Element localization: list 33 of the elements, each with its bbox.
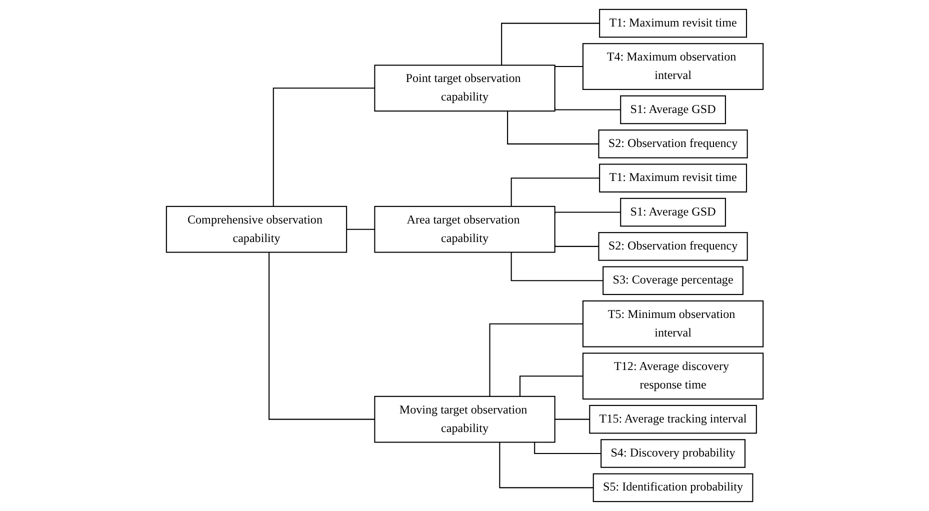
connector [554, 106, 620, 110]
node-box: T12: Average discovery response time [582, 352, 764, 400]
connector [510, 178, 600, 206]
connector [554, 418, 590, 420]
node-box: T1: Maximum revisit time [598, 164, 747, 192]
node-box: T4: Maximum observation interval [582, 43, 764, 90]
node-box: T5: Minimum observation interval [582, 300, 764, 348]
node-box: S5: Identification probability [592, 473, 753, 502]
node-box: S4: Discovery probability [600, 439, 746, 468]
node-box: S3: Coverage percentage [602, 266, 744, 296]
node-box: Comprehensive observation capability [166, 206, 347, 253]
connector [554, 66, 583, 70]
connector [554, 212, 620, 215]
connector [506, 111, 598, 144]
node-box: T1: Maximum revisit time [598, 8, 747, 38]
node-box: Moving target observation capability [374, 396, 556, 443]
connector [268, 252, 374, 420]
connector [488, 323, 583, 396]
connector [498, 442, 594, 488]
node-box: T15: Average tracking interval [588, 404, 757, 434]
connector [519, 376, 583, 396]
node-box: S1: Average GSD [620, 95, 726, 124]
connector [534, 442, 601, 454]
connector [272, 88, 374, 206]
connector [346, 228, 374, 230]
node-box: S2: Observation frequency [598, 232, 748, 261]
node-box: S1: Average GSD [620, 198, 726, 227]
node-box: S2: Observation frequency [598, 130, 748, 158]
connector [500, 22, 600, 66]
node-box: Area target observation capability [374, 206, 556, 253]
connector [554, 244, 598, 247]
connector [510, 252, 603, 282]
node-box: Point target observation capability [374, 64, 556, 112]
